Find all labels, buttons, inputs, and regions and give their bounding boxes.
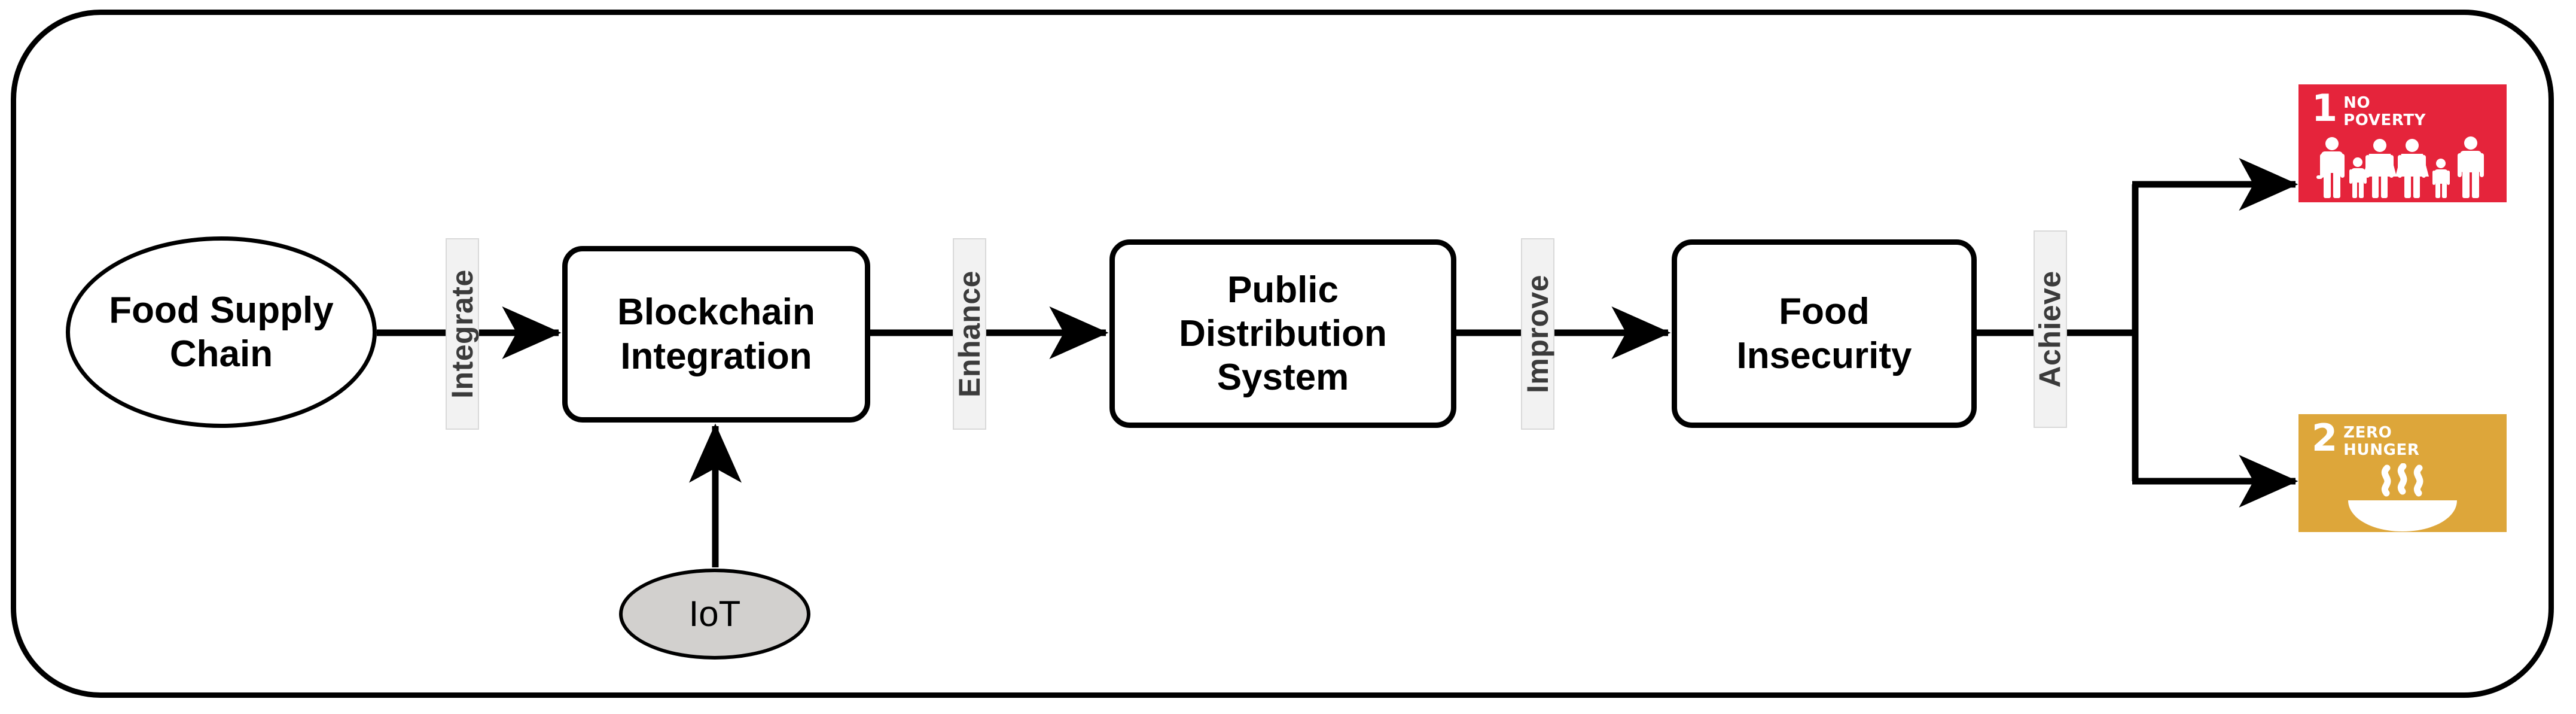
sdg-goal-2-number: 2 [2312,416,2337,460]
edge-label-enhance: Enhance [953,238,986,430]
edge-label-improve: Improve [1521,238,1554,430]
edge-label-improve-text: Improve [1521,274,1555,394]
node-food-supply-chain-label: Food Supply Chain [109,289,334,375]
edge-label-integrate-text: Integrate [446,269,480,399]
family-group-icon [2316,136,2484,198]
edge-label-achieve: Achieve [2034,230,2067,428]
node-food-supply-chain[interactable]: Food Supply Chain [66,236,377,428]
sdg-goal-1-title: NO POVERTY [2343,94,2426,130]
node-blockchain-integration[interactable]: Blockchain Integration [562,246,870,423]
sdg-goal-2-header: 2 ZERO HUNGER [2312,416,2420,460]
node-public-distribution-system[interactable]: Public Distribution System [1109,239,1456,428]
node-public-distribution-system-label: Public Distribution System [1179,269,1387,399]
edge-label-enhance-text: Enhance [953,271,986,397]
sdg-goal-2-tile[interactable]: 2 ZERO HUNGER [2298,414,2507,532]
sdg-goal-1-tile[interactable]: 1 NO POVERTY [2298,84,2507,202]
edge-label-integrate: Integrate [446,238,479,430]
node-food-insecurity-label: Food Insecurity [1736,291,1912,376]
node-iot[interactable]: IoT [619,569,810,660]
edge-label-achieve-text: Achieve [2034,271,2067,388]
node-blockchain-integration-label: Blockchain Integration [617,291,815,377]
node-iot-label: IoT [688,593,741,634]
node-food-insecurity[interactable]: Food Insecurity [1672,239,1977,428]
steaming-bowl-icon [2348,463,2457,531]
sdg-goal-1-header: 1 NO POVERTY [2312,86,2426,130]
sdg-goal-1-number: 1 [2312,86,2337,130]
sdg-goal-2-title: ZERO HUNGER [2343,424,2420,460]
